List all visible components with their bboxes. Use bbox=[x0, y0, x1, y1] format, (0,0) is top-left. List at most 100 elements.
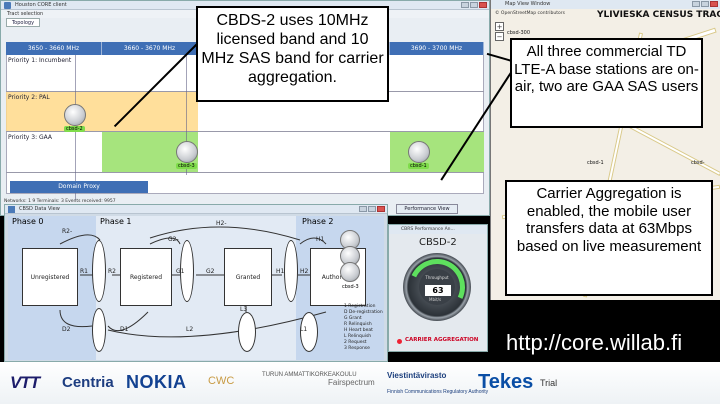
viestintavirasto-logo: Viestintävirasto bbox=[387, 371, 447, 380]
edge-label: G2 bbox=[206, 268, 215, 275]
state-registered[interactable]: Registered bbox=[120, 248, 172, 306]
map-device-label[interactable]: cbsd- bbox=[691, 160, 705, 166]
minimize-button[interactable] bbox=[359, 206, 367, 212]
domain-proxy-node[interactable]: Domain Proxy bbox=[10, 181, 148, 193]
legend-item: 3 Response bbox=[344, 346, 370, 351]
close-button[interactable] bbox=[377, 206, 385, 212]
gauge-unit: Mbit/s bbox=[429, 297, 442, 302]
carrier-aggregation-indicator bbox=[397, 339, 402, 344]
vtt-logo: VTT bbox=[10, 373, 40, 392]
edge-label: G1 bbox=[176, 268, 185, 275]
legend-item: R Relinquish bbox=[344, 322, 372, 327]
turku-logo: TURUN AMMATTIKORKEAKOULU bbox=[262, 372, 357, 378]
edge-label: D2 bbox=[62, 326, 71, 333]
legend-item: 1 Registration bbox=[344, 304, 376, 309]
edge-label: H1 bbox=[316, 236, 325, 243]
phase-2-label: Phase 2 bbox=[302, 217, 334, 226]
carrier-aggregation-label: CARRIER AGGREGATION bbox=[405, 337, 479, 343]
cbsd-stack-icon[interactable] bbox=[340, 262, 360, 282]
cbsd-2-device-icon[interactable] bbox=[64, 104, 86, 126]
zoom-out-button[interactable]: − bbox=[495, 32, 504, 41]
edge-label: R2- bbox=[62, 228, 73, 235]
core-url[interactable]: http://core.willab.fi bbox=[506, 330, 683, 355]
perf-titlebar: CBRS Performance An... bbox=[389, 225, 487, 234]
edge-label: G2- bbox=[168, 236, 179, 243]
callout-base-stations: All three commercial TD LTE-A base stati… bbox=[510, 38, 703, 128]
phase-1-label: Phase 1 bbox=[100, 217, 132, 226]
callout-carrier-band: CBDS-2 uses 10MHz licensed band and 10 M… bbox=[196, 6, 389, 102]
edge-label: H2 bbox=[300, 268, 309, 275]
band-header-5: 3690 - 3700 MHz bbox=[390, 42, 484, 55]
legend-item: H Heart beat bbox=[344, 328, 373, 333]
minimize-button[interactable] bbox=[461, 2, 469, 8]
edge-label: L2 bbox=[186, 326, 194, 333]
edge-label: L3 bbox=[240, 306, 248, 313]
legend-item: G Grant bbox=[344, 316, 362, 321]
callout-carrier-aggregation: Carrier Aggregation is enabled, the mobi… bbox=[505, 180, 713, 296]
map-attribution: © OpenStreetMap contributors bbox=[495, 11, 565, 16]
core-title: Houston CORE client bbox=[15, 2, 67, 8]
divider bbox=[6, 172, 484, 173]
priority-gaa-label: Priority 3: GAA bbox=[8, 134, 53, 141]
legend-item: 2 Request bbox=[344, 340, 367, 345]
edge-label: L1 bbox=[300, 326, 308, 333]
maximize-button[interactable] bbox=[701, 1, 709, 7]
registration-request-node bbox=[92, 240, 106, 302]
zoom-in-button[interactable]: + bbox=[495, 22, 504, 31]
edge-label: D1 bbox=[120, 326, 129, 333]
cbsd-titlebar: CBSD Data View bbox=[5, 205, 387, 214]
priority-incumbent-label: Priority 1: Incumbent bbox=[8, 57, 72, 64]
cbsd-stack-label: cbsd-3 bbox=[340, 284, 361, 290]
gauge-value: 63 bbox=[425, 285, 451, 296]
performance-window: CBRS Performance An... CBSD-2 Throughput… bbox=[388, 224, 488, 352]
map-device-label[interactable]: cbsd-1 bbox=[587, 160, 604, 166]
deregistration-node bbox=[92, 308, 106, 352]
minimize-button[interactable] bbox=[692, 1, 700, 7]
cbsd-3-label: cbsd-3 bbox=[176, 163, 197, 169]
tekes-logo: Tekes bbox=[478, 371, 534, 393]
app-icon bbox=[8, 206, 15, 213]
map-device-label[interactable]: cbsd-300 bbox=[507, 30, 531, 36]
fairspectrum-logo: Fairspectrum bbox=[328, 378, 375, 387]
centria-logo: Centria bbox=[62, 374, 114, 391]
legend-item: D De-registration bbox=[344, 310, 383, 315]
edge-label: H2- bbox=[216, 220, 227, 227]
partner-logo-bar bbox=[0, 362, 720, 404]
status-line: Networks: 1 9 Terminals: 3 Events receiv… bbox=[4, 199, 116, 204]
map-title: Map View Window bbox=[505, 1, 551, 7]
phase-0-label: Phase 0 bbox=[12, 217, 44, 226]
app-icon bbox=[4, 2, 11, 9]
cbsd-title: CBSD Data View bbox=[19, 206, 60, 212]
cbsd-1-device-icon[interactable] bbox=[408, 141, 430, 163]
trial-label: Trial bbox=[540, 378, 558, 388]
state-unregistered[interactable]: Unregistered bbox=[22, 248, 78, 306]
band-header-1: 3650 - 3660 MHz bbox=[6, 42, 102, 55]
legend-item: L Relinquish bbox=[344, 334, 372, 339]
performance-view-button[interactable]: Performance View bbox=[396, 204, 458, 214]
map-heading: YLIVIESKA CENSUS TRACT AREAS bbox=[597, 10, 720, 20]
priority-pal-label: Priority 2: PAL bbox=[8, 94, 50, 101]
maximize-button[interactable] bbox=[368, 206, 376, 212]
pal-allocation bbox=[6, 92, 198, 132]
relinquish-node-2 bbox=[300, 312, 318, 352]
cbsd-2-label: cbsd-2 bbox=[64, 126, 85, 132]
tab-topology[interactable]: Topology bbox=[6, 18, 40, 27]
cbsd-3-device-icon[interactable] bbox=[176, 141, 198, 163]
perf-device-label: CBSD-2 bbox=[419, 237, 457, 248]
cbsd-1-label: cbsd-1 bbox=[408, 163, 429, 169]
heartbeat-node bbox=[284, 240, 298, 302]
close-button[interactable] bbox=[710, 1, 718, 7]
edge-label: H1 bbox=[276, 268, 285, 275]
nokia-logo: NOKIA bbox=[126, 372, 187, 392]
cwc-logo: CWC bbox=[208, 375, 235, 387]
map-titlebar: Map View Window bbox=[491, 0, 720, 9]
edge-label: R1 bbox=[80, 268, 88, 275]
maximize-button[interactable] bbox=[470, 2, 478, 8]
close-button[interactable] bbox=[479, 2, 487, 8]
grant-node bbox=[180, 240, 194, 302]
state-granted[interactable]: Granted bbox=[224, 248, 272, 306]
relinquish-node bbox=[238, 312, 256, 352]
edge-label: R2 bbox=[108, 268, 116, 275]
perf-title: CBRS Performance An... bbox=[401, 227, 455, 232]
